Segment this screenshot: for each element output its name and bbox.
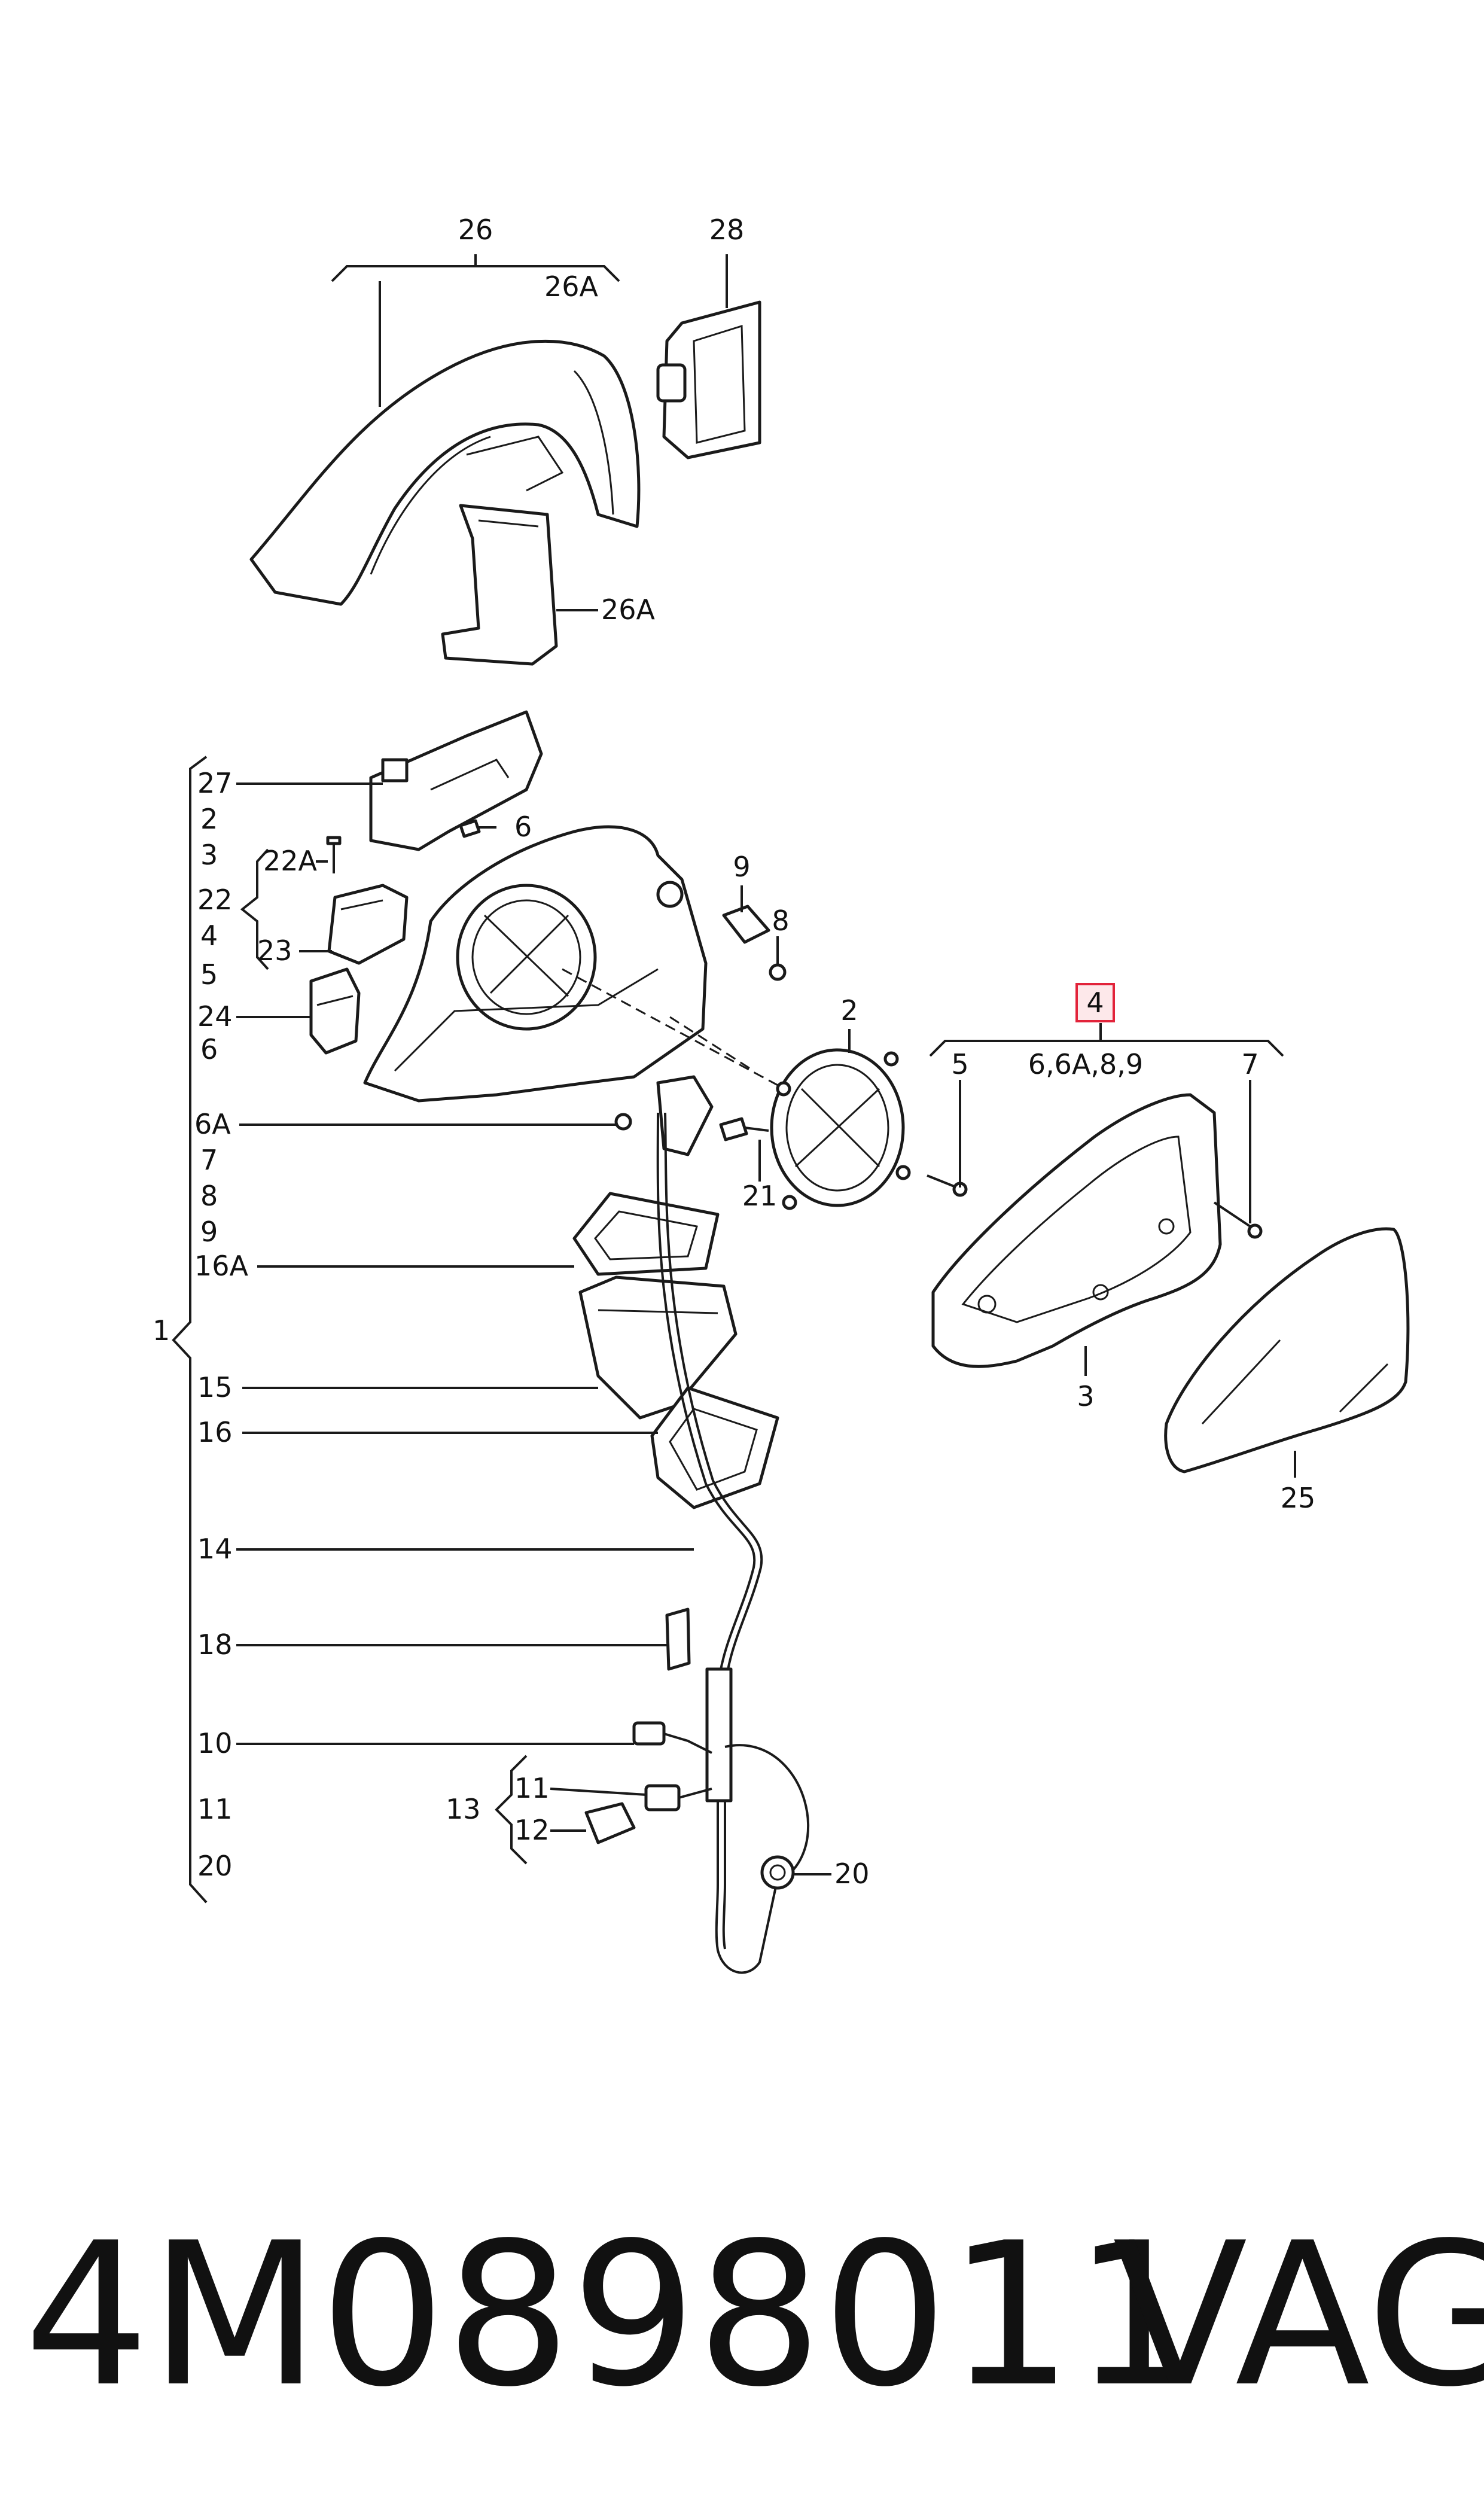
label-22: 22 — [197, 884, 233, 916]
label-27: 27 — [197, 767, 233, 799]
label-3-list: 3 — [200, 839, 218, 871]
label-13: 13 — [446, 1793, 481, 1825]
turn-signal-part-28 — [656, 300, 761, 459]
sensor-part-24 — [309, 967, 361, 1055]
screw-part-6 — [459, 819, 496, 838]
label-10: 10 — [197, 1727, 233, 1759]
label-26A-side: 26A — [601, 593, 656, 626]
connector-part-10 — [632, 1721, 712, 1754]
label-3: 3 — [1077, 1380, 1094, 1412]
highlight-box-4 — [1075, 983, 1115, 1022]
label-4-list: 4 — [200, 919, 218, 952]
connector-part-11 — [644, 1784, 712, 1811]
screw-part-7 — [1213, 1201, 1263, 1239]
label-16A: 16A — [194, 1250, 249, 1282]
label-7-list: 7 — [200, 1144, 218, 1176]
label-6A: 6A — [194, 1108, 231, 1140]
label-21: 21 — [742, 1180, 778, 1212]
grommet-part-20 — [760, 1855, 795, 1890]
connector-part-12 — [584, 1802, 636, 1844]
label-20-list: 20 — [197, 1850, 233, 1882]
screw-part-6A — [614, 1113, 632, 1131]
clip-part-9 — [722, 905, 770, 944]
label-28: 28 — [709, 214, 745, 246]
label-16: 16 — [197, 1416, 233, 1448]
leader-lines — [172, 254, 1296, 1904]
cover-part-15 — [578, 1275, 738, 1420]
label-8-list: 8 — [200, 1180, 218, 1212]
mirror-base-assembly — [363, 825, 708, 1103]
seal-part-16A — [572, 1192, 720, 1276]
label-11-list: 11 — [197, 1793, 233, 1825]
label-25: 25 — [1281, 1482, 1316, 1514]
mirror-cover-part-26 — [249, 339, 641, 606]
manufacturer-text: VAG — [1113, 2200, 1484, 2430]
screw-part-21 — [719, 1117, 769, 1141]
base-stem — [656, 1075, 714, 1156]
adjusting-motor-part-2 — [562, 968, 911, 1210]
wiring-harness-part-14 — [656, 1112, 810, 1974]
label-24: 24 — [197, 1000, 233, 1033]
motor-part-23 — [327, 884, 409, 965]
label-11: 11 — [514, 1772, 550, 1804]
screw-part-8 — [769, 936, 787, 981]
label-12: 12 — [514, 1814, 550, 1846]
label-6-list: 6 — [200, 1033, 218, 1065]
label-2-motor: 2 — [840, 994, 858, 1027]
label-9-list: 9 — [200, 1216, 218, 1248]
screw-part-22A — [326, 836, 342, 873]
mirror-glass-part-25 — [1164, 1227, 1410, 1473]
bracket-part-27 — [369, 710, 543, 851]
label-9: 9 — [733, 851, 750, 883]
label-15: 15 — [197, 1371, 233, 1403]
glass-carrier-part-3 — [931, 1093, 1222, 1368]
label-1: 1 — [153, 1314, 170, 1347]
callout-labels: 26 26A 28 26A 1 27 2 3 22A 22 4 23 5 24 … — [153, 214, 1315, 1890]
label-4-box: 4 — [1086, 987, 1104, 1019]
label-14: 14 — [197, 1533, 233, 1565]
label-23: 23 — [257, 934, 292, 967]
label-22A: 22A — [263, 845, 318, 877]
label-8: 8 — [772, 905, 789, 937]
label-7: 7 — [1241, 1048, 1258, 1080]
label-26: 26 — [458, 214, 493, 246]
label-20: 20 — [834, 1858, 870, 1890]
label-5: 5 — [951, 1048, 968, 1080]
label-6-set: 6,6A,8,9 — [1028, 1048, 1143, 1080]
clip-part-18 — [665, 1607, 691, 1671]
label-6-screw: 6 — [514, 811, 532, 843]
label-18: 18 — [197, 1628, 233, 1661]
label-5-list: 5 — [200, 958, 218, 991]
label-26A-top: 26A — [544, 270, 599, 303]
part-number-text: 4M0898011 — [24, 2200, 1199, 2430]
label-2-list: 2 — [200, 803, 218, 835]
cover-trim-part-26A — [441, 504, 558, 666]
